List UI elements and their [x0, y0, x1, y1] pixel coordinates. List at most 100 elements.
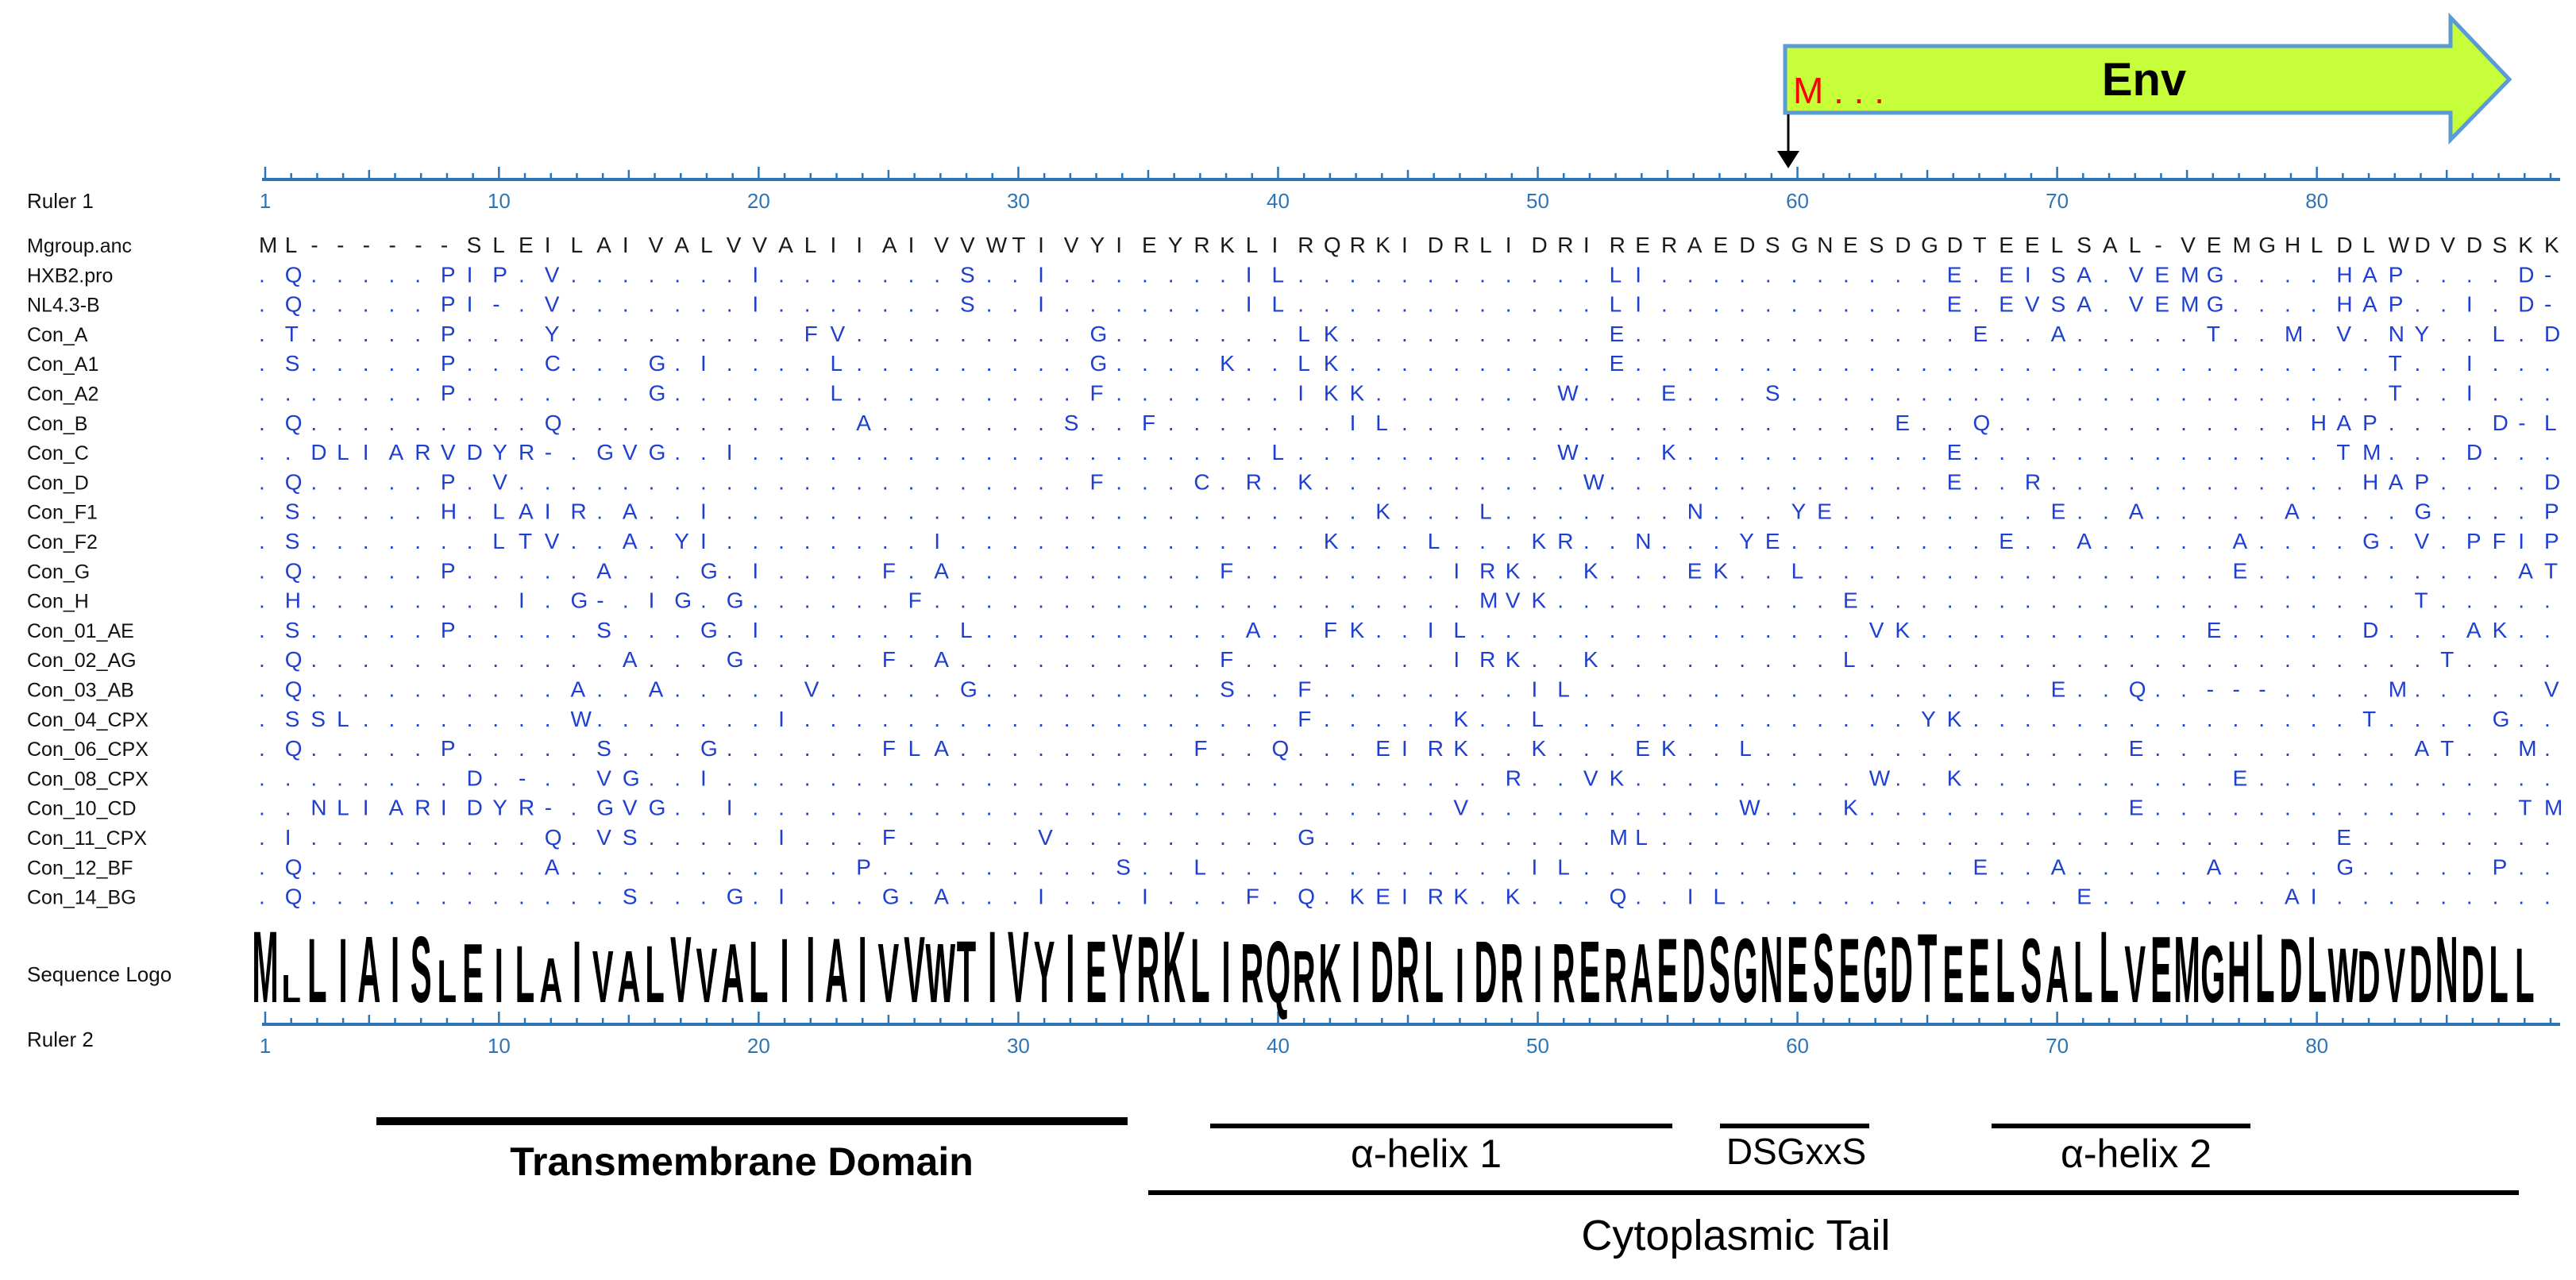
row-sequence: .Q..........A..A.....V.....G.........S..…: [259, 677, 2559, 702]
logo-letter: V: [592, 936, 614, 1019]
logo-letter: I: [495, 932, 503, 1019]
ruler-tick-label: 40: [1267, 189, 1290, 213]
logo-letter: E: [462, 927, 484, 1021]
row-name: Con_01_AE: [27, 620, 134, 642]
env-label: Env: [2102, 54, 2186, 106]
logo-letter: R: [1552, 927, 1575, 1021]
logo-letter: D: [2409, 930, 2432, 1020]
ruler-tick-label: 30: [1007, 189, 1030, 213]
logo-letter: E: [1086, 923, 1107, 1021]
alignment-row: Con_B.Q.........Q...........A.......S..F…: [27, 411, 2557, 435]
logo-letter: I: [391, 916, 399, 1022]
row-name: Con_A2: [27, 384, 98, 406]
logo-letter: G: [1863, 916, 1888, 1022]
row-sequence: .S.....P...C...G.I....L.........G....K..…: [259, 351, 2551, 376]
logo-letter: R: [1240, 927, 1263, 1021]
logo-letter: K: [1318, 927, 1341, 1021]
logo-letter: I: [339, 920, 348, 1022]
logo-letter: G: [1733, 920, 1758, 1022]
logo-letter: D: [2358, 936, 2381, 1019]
ruler-tick-label: 70: [2046, 189, 2069, 213]
ruler-tick-label: 60: [1786, 189, 1809, 213]
logo-letter: V: [670, 916, 692, 1022]
logo-letter: R: [1137, 916, 1160, 1022]
ruler-tick-label: 1: [260, 189, 271, 213]
logo-letter: N: [2435, 916, 2458, 1022]
logo-letter: R: [1293, 936, 1316, 1019]
row-sequence: .Q.........A...........P.........S..L...…: [259, 854, 2551, 879]
alignment-row: Con_01_AE.S.....P.....S...G.I.......L...…: [27, 618, 2551, 642]
logo-letter: D: [1371, 923, 1394, 1021]
logo-letter: A: [357, 916, 380, 1022]
logo-letter: S: [1813, 915, 1834, 1024]
logo-letter: M: [252, 911, 278, 1024]
logo-letter: S: [411, 916, 432, 1022]
row-name: Con_10_CD: [27, 798, 137, 820]
alignment-row: Con_A1 .S.....P...C...G.I....L.........G.…: [27, 351, 2551, 376]
ruler-tick-label: 40: [1267, 1034, 1290, 1058]
logo-letter: I: [1066, 915, 1074, 1024]
env-arrow: Env M . . .: [1777, 12, 2512, 168]
logo-letter: E: [1657, 920, 1679, 1022]
cytoplasmic-label: Cytoplasmic Tail: [1581, 1212, 1890, 1259]
logo-letter: M: [2173, 916, 2200, 1022]
logo-letter: L: [645, 930, 664, 1020]
ruler-tick-label: 1: [260, 1034, 271, 1058]
row-sequence: .Q............A...G.....F.A..........F..…: [259, 647, 2551, 672]
row-name: Con_A1: [27, 353, 98, 376]
alignment-row: Con_12_BF .Q.........A...........P.......…: [27, 854, 2551, 879]
logo-label: Sequence Logo: [27, 962, 172, 986]
logo-letter: W: [2328, 932, 2358, 1019]
row-name: Con_F1: [27, 502, 98, 524]
ruler-tick-label: 60: [1786, 1034, 1809, 1058]
row-name: Con_H: [27, 591, 89, 613]
ruler-tick-label: 20: [747, 189, 770, 213]
logo-letter: E: [1787, 916, 1808, 1022]
logo-letter: L: [2255, 915, 2274, 1024]
logo-letter: V: [696, 932, 718, 1019]
ruler-tick-label: 80: [2305, 189, 2328, 213]
ruler1-label: Ruler 1: [27, 189, 94, 213]
logo-letter: Y: [1034, 923, 1055, 1021]
logo-letter: L: [2307, 916, 2326, 1022]
alignment-row: Con_G.Q.....P.....A...G.I....F.A........…: [27, 558, 2558, 583]
logo-letter: D: [1475, 923, 1498, 1021]
row-name: Con_06_CPX: [27, 738, 148, 761]
logo-letter: H: [2227, 923, 2250, 1021]
logo-letter: A: [617, 936, 640, 1019]
row-name: Con_12_BF: [27, 857, 133, 879]
row-name: Con_08_CPX: [27, 768, 148, 790]
logo-letter: L: [2489, 930, 2508, 1020]
ruler-tick-label: 80: [2305, 1034, 2328, 1058]
logo-letter: E: [1942, 930, 1964, 1020]
transmembrane-label: Transmembrane Domain: [510, 1139, 974, 1184]
logo-letter: G: [2200, 930, 2225, 1020]
env-arrow-shape: [1783, 12, 2512, 145]
ruler-tick-label: 50: [1526, 1034, 1549, 1058]
ruler2-label: Ruler 2: [27, 1027, 94, 1051]
ruler-tick-label: 70: [2046, 1034, 2069, 1058]
row-sequence: .Q............S...G.I...G.A...I...I...F.…: [259, 885, 2551, 909]
logo-letter: L: [281, 966, 300, 1011]
logo-letter: E: [1969, 920, 1990, 1022]
start-marker-arrowhead: [1777, 151, 1799, 168]
row-name: Con_14_BG: [27, 887, 137, 909]
row-sequence: .Q.........Q...........A.......S..F.....…: [259, 411, 2557, 435]
logo-letter: T: [957, 923, 976, 1021]
